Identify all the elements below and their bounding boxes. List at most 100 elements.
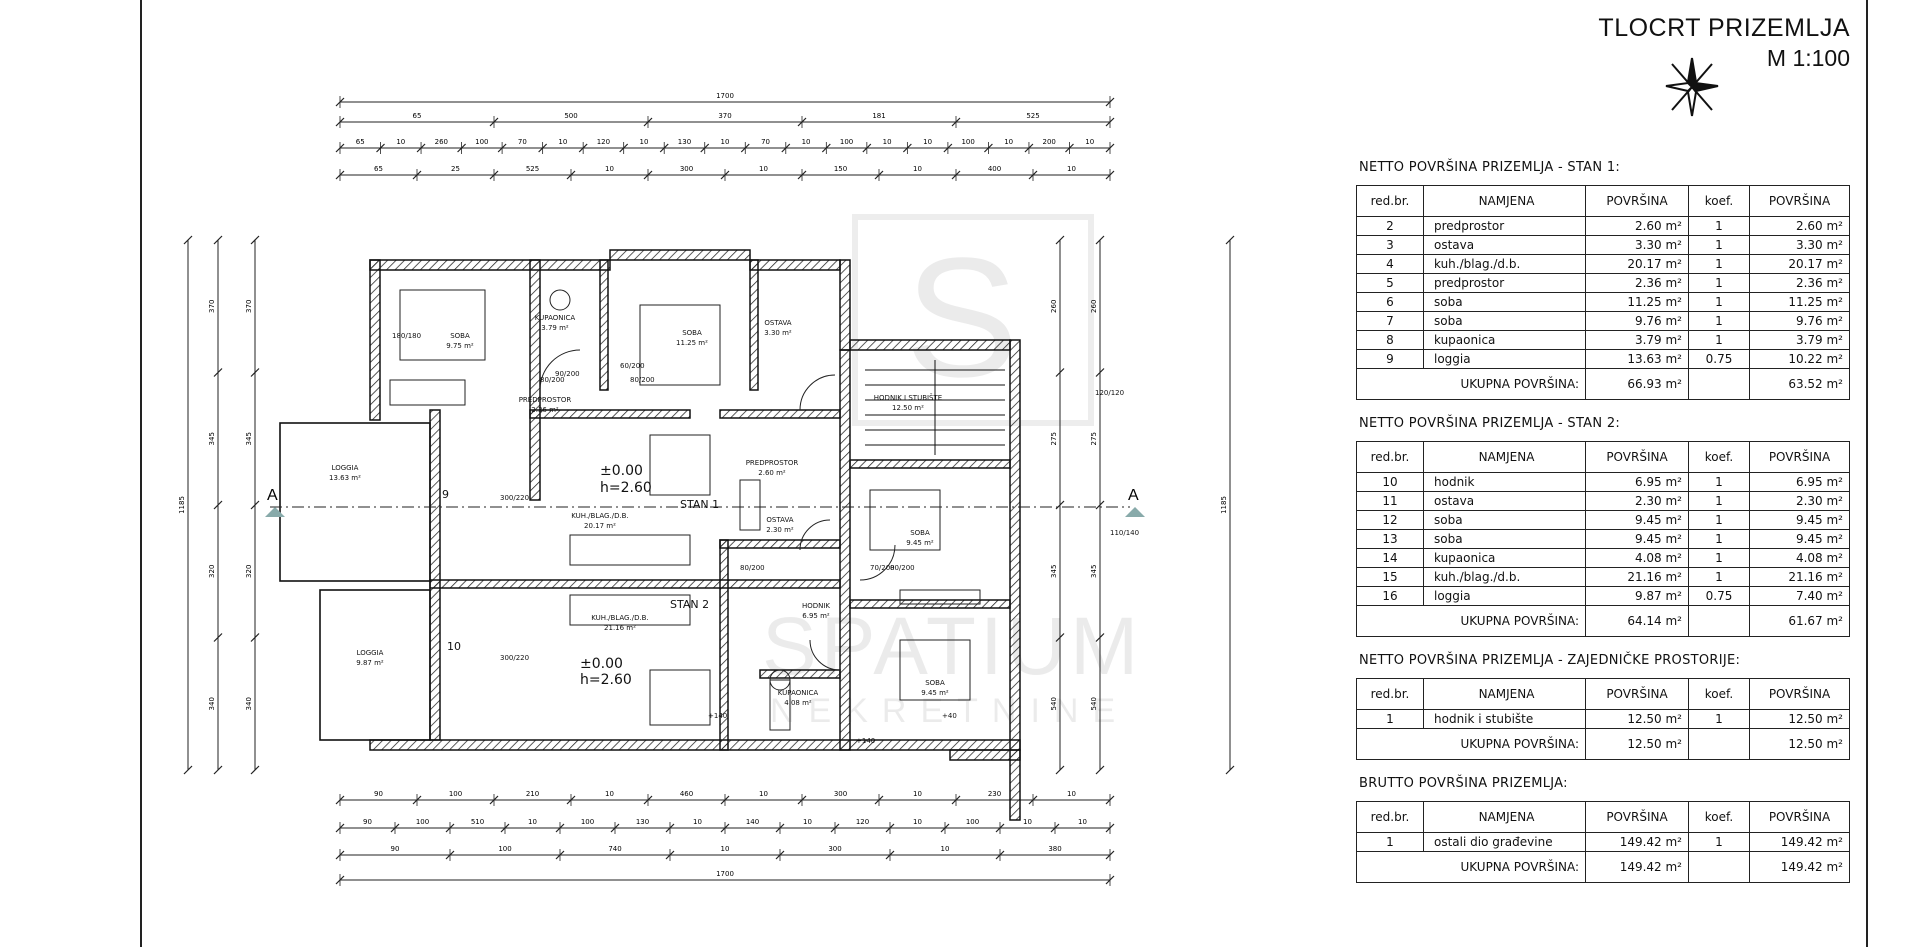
table-cell: 2.30 m² (1749, 491, 1850, 511)
dimension-value: 740 (608, 845, 621, 853)
table-cell: 2.36 m² (1749, 273, 1850, 293)
table-cell: 11.25 m² (1749, 292, 1850, 312)
dimension-value: 540 (1090, 697, 1098, 710)
table-cell: 9.45 m² (1585, 529, 1689, 549)
area-table-title: NETTO POVRŠINA PRIZEMLJA - STAN 1: (1359, 160, 1621, 175)
dimension-value: 90 (374, 790, 383, 798)
dimension-tick (250, 368, 260, 377)
opening-dimension: 70/200 (870, 564, 895, 572)
table-cell: 9.45 m² (1749, 510, 1850, 530)
opening-dimension: 80/200 (740, 564, 765, 572)
drawing-frame-right (1866, 0, 1869, 947)
room-name: LOGGIA (357, 649, 384, 657)
table-cell: 20.17 m² (1749, 254, 1850, 274)
total-area: 149.42 m² (1585, 851, 1689, 883)
dimension-value: 10 (1067, 790, 1076, 798)
sofa-icon (569, 594, 691, 626)
dimension-tick (213, 235, 223, 245)
table-cell: 1 (1688, 510, 1750, 530)
table-cell: 5 (1356, 273, 1424, 293)
table-cell: 9 (1356, 349, 1424, 369)
dimension-tick (1095, 500, 1105, 510)
room-area: 9.45 m² (906, 539, 934, 547)
total-koef-empty (1688, 368, 1750, 400)
table-cell: 11 (1356, 491, 1424, 511)
table-cell: 8 (1356, 330, 1424, 350)
table-cell: 15 (1356, 567, 1424, 587)
floor-level: ±0.00 (580, 656, 623, 672)
walls (369, 249, 1021, 821)
table-cell: hodnik i stubište (1423, 709, 1586, 729)
dimension-value: 340 (245, 697, 253, 710)
room-area: 3.79 m² (541, 324, 569, 332)
drawing-frame-left (140, 0, 143, 947)
dimension-value: 90 (363, 818, 372, 826)
dimension-value: 10 (605, 790, 614, 798)
room-name: SOBA (682, 329, 702, 337)
total-label: UKUPNA POVRŠINA: (1356, 605, 1586, 637)
table-cell: 9.76 m² (1749, 311, 1850, 331)
room-name: KUPAONICA (535, 314, 576, 322)
dimension-value: 260 (435, 138, 448, 146)
stair-steps (865, 360, 1005, 455)
wall (369, 259, 381, 421)
area-table-block: NETTO POVRŠINA PRIZEMLJA - STAN 1: red.br… (1356, 160, 1850, 400)
watermark-sub: NEKRETNINE (770, 692, 1130, 730)
section-marker-icon (1125, 507, 1145, 517)
table-cell: ostava (1423, 491, 1586, 511)
room-name: SOBA (910, 529, 930, 537)
dimension-value: 200 (1043, 138, 1056, 146)
dimension-value: 340 (208, 697, 216, 710)
table-cell: 1 (1688, 491, 1750, 511)
table-cell: 9.87 m² (1585, 586, 1689, 606)
table-cell: 4.08 m² (1749, 548, 1850, 568)
total-weighted-area: 61.67 m² (1749, 605, 1850, 637)
table-cell: 1 (1356, 709, 1424, 729)
table-cell: 12.50 m² (1749, 709, 1850, 729)
table-header-cell: POVRŠINA (1585, 441, 1689, 473)
dimension-value: 275 (1050, 432, 1058, 445)
wall (609, 249, 751, 261)
dimension-value: 140 (746, 818, 759, 826)
dimension-tick (250, 500, 260, 510)
table-header-cell: POVRŠINA (1749, 185, 1850, 217)
table-cell: 1 (1688, 216, 1750, 236)
dimension-value: 10 (759, 790, 768, 798)
table-cell: 1 (1688, 529, 1750, 549)
area-table-block: NETTO POVRŠINA PRIZEMLJA - STAN 2:red.br… (1356, 416, 1850, 637)
dimension-value: 230 (988, 790, 1001, 798)
dimension-value: 10 (923, 138, 932, 146)
area-table-block: BRUTTO POVRŠINA PRIZEMLJA:red.br.NAMJENA… (1356, 776, 1850, 883)
table-header-cell: red.br. (1356, 801, 1424, 833)
door-swing-icon (539, 349, 581, 391)
dimension-value: 345 (1050, 565, 1058, 578)
wall (1009, 339, 1021, 821)
dimension-value: 100 (416, 818, 429, 826)
room-area: 2.36 m² (531, 406, 559, 414)
dimension-value: 10 (913, 818, 922, 826)
opening-dimension: +140 (856, 737, 875, 745)
dimension-value: 100 (966, 818, 979, 826)
bed-icon (399, 289, 486, 361)
table-cell: loggia (1423, 349, 1586, 369)
table-cell: 1 (1356, 832, 1424, 852)
table-cell: 6 (1356, 292, 1424, 312)
table-cell: 0.75 (1688, 349, 1750, 369)
table-cell: 2.60 m² (1749, 216, 1850, 236)
table-cell: soba (1423, 292, 1586, 312)
opening-dimension: 80/200 (540, 376, 565, 384)
table-header-cell: koef. (1688, 185, 1750, 217)
table-cell: 3.30 m² (1749, 235, 1850, 255)
section-marker-left: A (267, 487, 278, 504)
